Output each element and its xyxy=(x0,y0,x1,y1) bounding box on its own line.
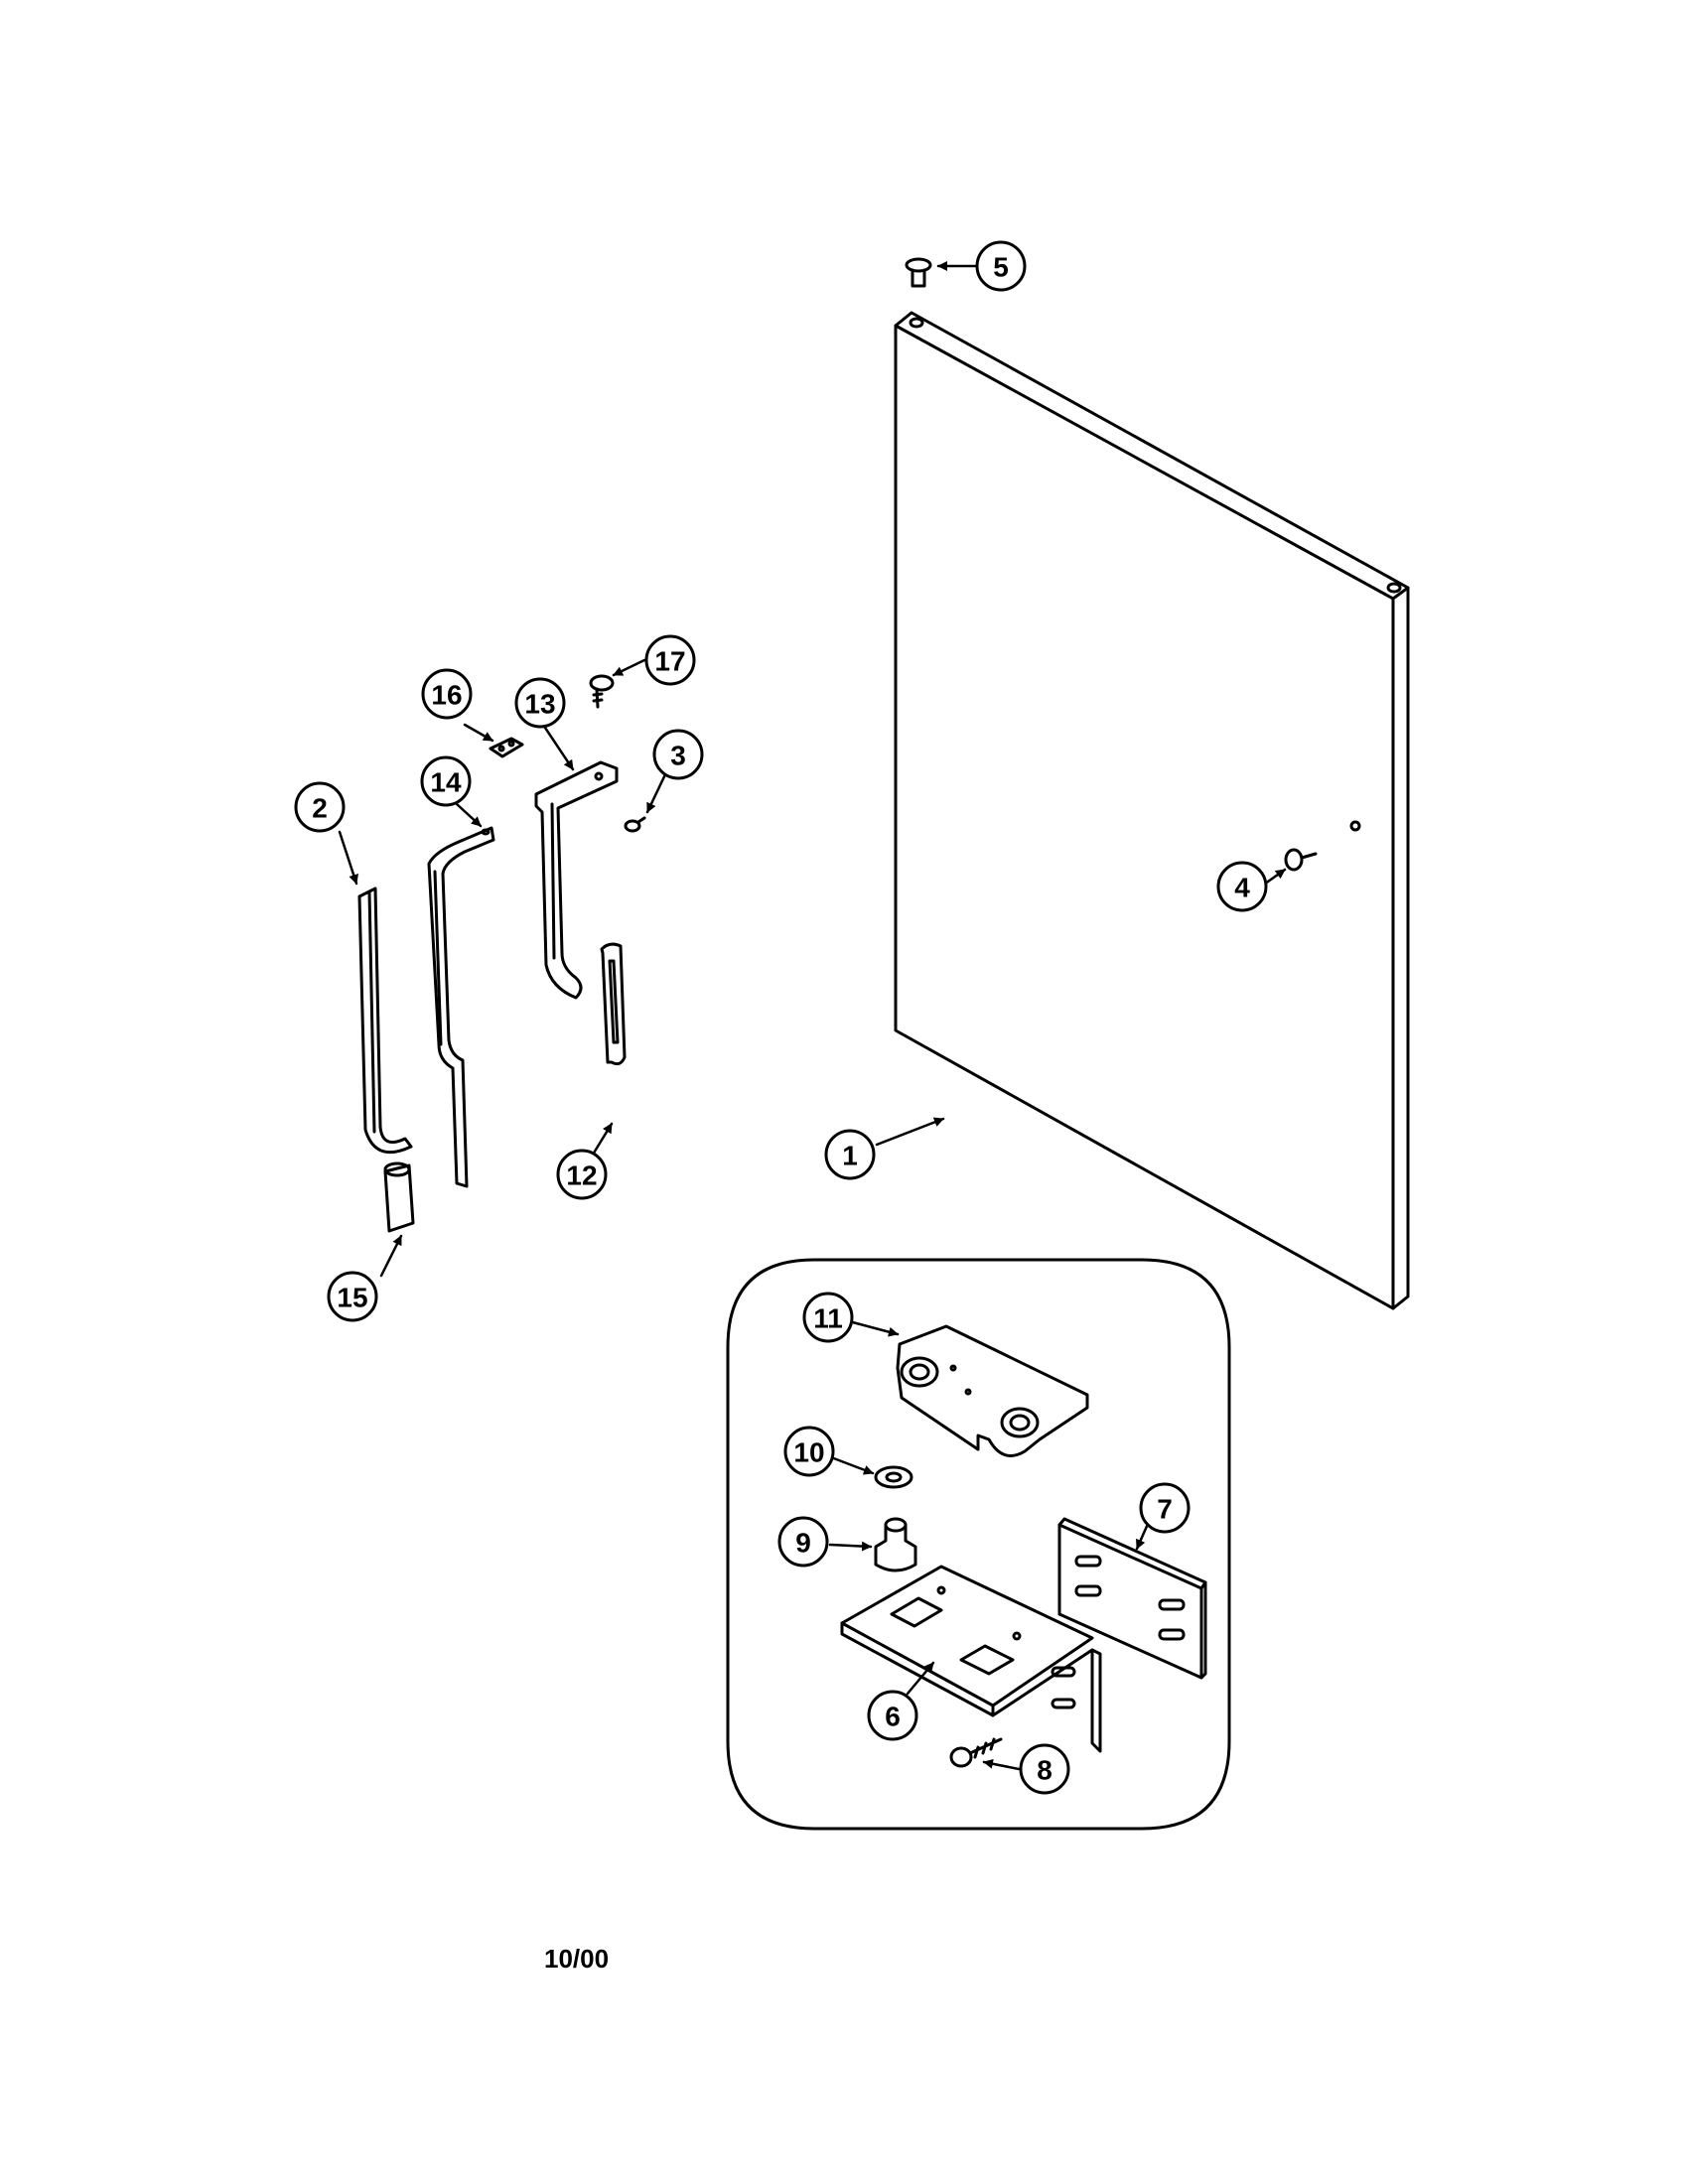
callout-3: 3 xyxy=(670,741,686,771)
end-cap-part xyxy=(383,1161,415,1233)
hinge-pin-part xyxy=(874,1517,917,1572)
leader-lines xyxy=(338,261,1287,1771)
clip-part xyxy=(489,737,524,758)
callout-12: 12 xyxy=(566,1160,597,1191)
handle-part xyxy=(534,760,619,1000)
door-panel-part xyxy=(894,311,1410,1310)
upper-hinge-part xyxy=(896,1324,1089,1457)
callout-10: 10 xyxy=(793,1437,824,1468)
callout-17: 17 xyxy=(654,646,685,677)
handle-bracket-part xyxy=(427,826,495,1188)
revision-date: 10/00 xyxy=(544,1944,610,1974)
handle-trim-part xyxy=(357,887,413,1155)
callout-7: 7 xyxy=(1157,1494,1173,1525)
callout-9: 9 xyxy=(795,1528,811,1559)
screw-part xyxy=(589,674,615,709)
hinge-inset-box xyxy=(726,1258,1231,1831)
callout-circles xyxy=(294,240,1268,1795)
callout-8: 8 xyxy=(1037,1755,1052,1786)
callout-14: 14 xyxy=(430,767,462,798)
shim-plate-part xyxy=(1057,1517,1207,1680)
small-screw-part xyxy=(624,816,646,833)
handle-screw-part xyxy=(1284,848,1318,872)
callout-numbers: 5 4 1 2 15 14 16 13 3 17 12 11 10 9 6 7 … xyxy=(312,252,1250,1786)
hinge-screw-part xyxy=(949,1737,1003,1768)
callout-11: 11 xyxy=(813,1303,843,1334)
callout-1: 1 xyxy=(842,1141,858,1171)
callout-15: 15 xyxy=(337,1283,367,1313)
callout-4: 4 xyxy=(1234,873,1250,903)
callout-6: 6 xyxy=(885,1702,901,1732)
callout-2: 2 xyxy=(312,793,328,824)
callout-13: 13 xyxy=(524,689,555,720)
top-screw-part xyxy=(905,257,932,288)
callout-5: 5 xyxy=(993,252,1009,283)
mounting-plate-part xyxy=(600,942,627,1066)
callout-16: 16 xyxy=(431,680,462,711)
washer-part xyxy=(874,1465,913,1489)
lower-hinge-bracket-part xyxy=(840,1565,1102,1753)
